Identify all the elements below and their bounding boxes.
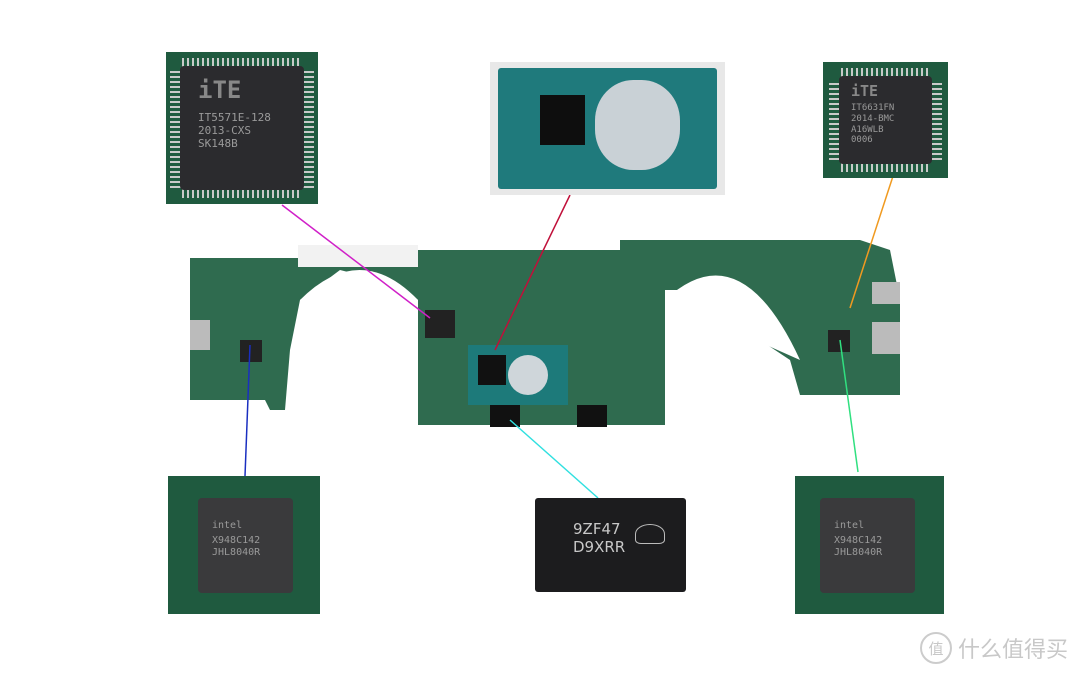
leader-line-intel-right [839,339,859,473]
chip-marking-line: D9XRR [573,538,626,556]
chip-marking-line: A16WLB [851,124,884,135]
chip-marking-line: 2014-BMC [851,113,895,124]
leader-line-dram [509,419,599,499]
chip-brand: intel [834,520,865,531]
watermark-logo: 值 [919,632,952,664]
cpu-inset [490,62,725,195]
chip-marking-line: SK148B [198,137,238,151]
motherboard [190,240,900,427]
ite-pd-chip-inset: iTE IT6631FN 2014-BMC A16WLB 0006 [823,62,948,178]
chip-brand: iTE [851,82,879,100]
chip-marking-line: JHL8040R [834,547,883,558]
chip-marking-line: JHL8040R [212,547,261,558]
ite-ec-chip-inset: iTE IT5571E-128 2013-CXS SK148B [166,52,318,204]
leader-line-intel-left [244,344,251,477]
micron-logo-icon [635,524,665,544]
leader-line-ite-small [849,169,896,309]
thunderbolt-chip-inset-left: intel X948C142 JHL8040R [168,476,320,614]
leader-line-ite-large [281,204,431,319]
chip-marking-line: 9ZF47 [573,520,621,538]
thunderbolt-chip-inset-right: intel X948C142 JHL8040R [795,476,944,614]
chip-marking-line: 2013-CXS [198,123,251,137]
chip-brand: intel [212,520,243,531]
chip-marking-line: 0006 [851,135,873,146]
chip-brand: iTE [198,76,242,104]
chip-marking-line: IT5571E-128 [198,110,271,124]
watermark: 值 什么值得买 [919,632,1068,664]
dram-chip-inset: 9ZF47 D9XRR [535,498,686,592]
chip-marking-line: X948C142 [834,535,883,546]
watermark-text: 什么值得买 [957,638,1068,663]
chip-marking-line: X948C142 [212,535,261,546]
chip-marking-line: IT6631FN [851,103,895,113]
leader-line-cpu [494,194,571,351]
